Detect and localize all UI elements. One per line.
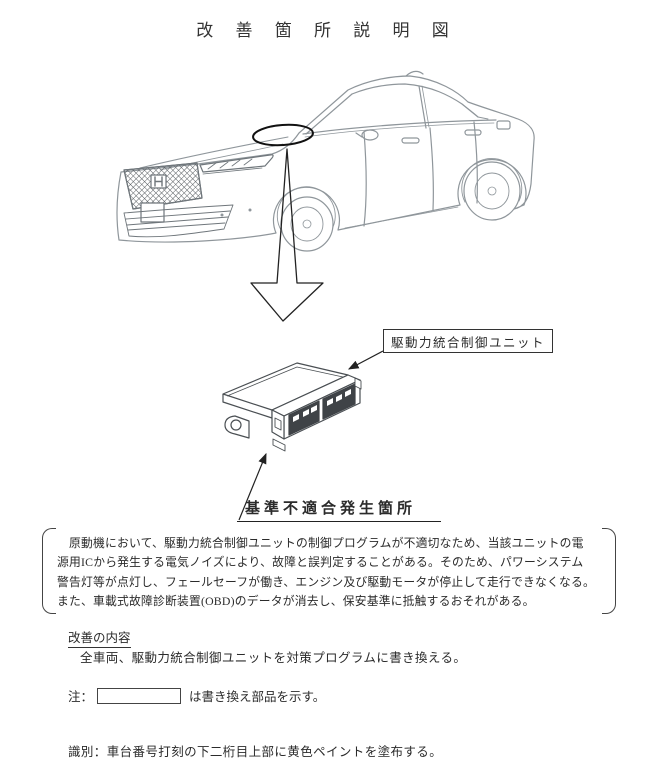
headlight xyxy=(199,154,274,175)
note-prefix: 注： xyxy=(68,690,94,704)
remedy-heading: 改善の内容 xyxy=(68,627,131,648)
lower-intake xyxy=(123,204,234,238)
remedy-body: 全車両、駆動力統合制御ユニットを対策プログラムに書き換える。 xyxy=(80,651,467,665)
ecu-illustration xyxy=(222,362,362,452)
unit-label-box: 駆動力統合制御ユニット xyxy=(383,329,553,353)
rear-wheel xyxy=(463,161,521,221)
license-plate xyxy=(140,202,165,223)
problem-description-block: 原動機において、駆動力統合制御ユニットの制御プログラムが不適切なため、当該ユニッ… xyxy=(42,528,616,614)
problem-line: 原動機において、駆動力統合制御ユニットの制御プログラムが不適切なため、当該ユニッ… xyxy=(57,536,584,550)
rewrite-part-legend-box xyxy=(97,687,182,704)
problem-line: 源用ICから発生する電気ノイズにより、故障と誤判定することがある。そのため、パワ… xyxy=(57,555,584,570)
left-parenthesis xyxy=(42,528,56,614)
car-illustration xyxy=(116,70,535,252)
improvement-location-diagram xyxy=(116,70,535,521)
defect-label: 基準不適合発生箇所 xyxy=(237,497,441,522)
problem-line: また、車載式故障診断装置(OBD)のデータが消去し、保安基準に抵触するおそれがあ… xyxy=(57,594,535,609)
front-wheel xyxy=(280,196,334,252)
problem-text: 原動機において、駆動力統合制御ユニットの制御プログラムが不適切なため、当該ユニッ… xyxy=(57,534,603,612)
right-parenthesis xyxy=(602,528,616,614)
unit-label-leader-line xyxy=(347,350,384,370)
front-grille xyxy=(123,162,203,210)
note-suffix: は書き換え部品を示す。 xyxy=(189,690,326,704)
note-legend: 注： は書き換え部品を示す。 xyxy=(68,686,325,705)
callout-ellipse xyxy=(252,123,314,147)
page-title: 改 善 箇 所 説 明 図 xyxy=(196,21,458,40)
identification-note: 識別：車台番号打刻の下二桁目上部に黄色ペイントを塗布する。 xyxy=(68,745,443,759)
defect-label-leader-line xyxy=(238,452,267,521)
callout-arrow-icon xyxy=(250,148,324,322)
problem-line: 警告灯等が点灯し、フェールセーフが働き、エンジン及び駆動モータが停止して走行でき… xyxy=(57,574,595,589)
